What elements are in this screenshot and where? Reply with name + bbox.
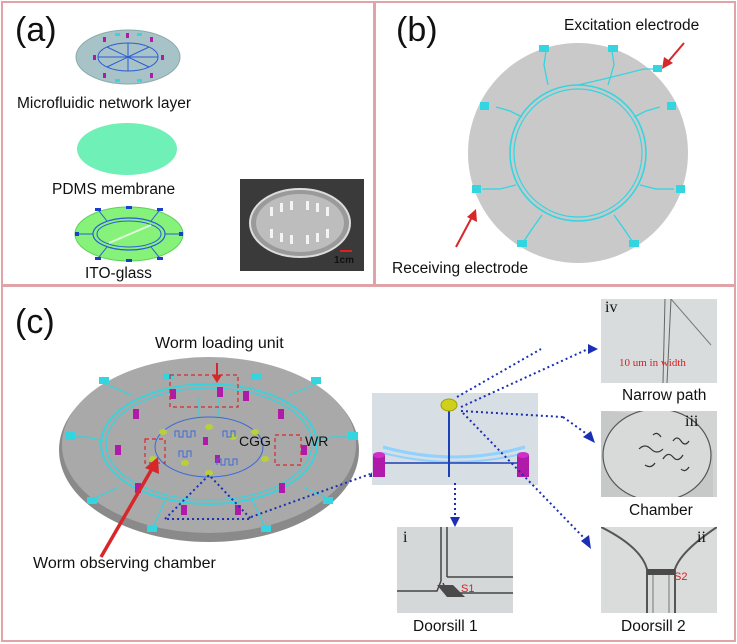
photo-doorsill-2: ii S2: [601, 527, 717, 613]
doorsill-2-annotation: S2: [674, 571, 688, 583]
photo-doorsill-1: i S1: [397, 527, 513, 613]
panel-b: (b) Ex: [374, 1, 736, 286]
excitation-electrode-label: Excitation electrode: [564, 17, 700, 34]
panel-c-device-drawing: [59, 344, 598, 558]
caption-narrow-path: Narrow path: [622, 387, 707, 404]
photo-numeral-iv: iv: [605, 299, 618, 316]
photo-numeral-i: i: [403, 529, 408, 546]
device-photo: 1cm: [240, 179, 364, 271]
caption-chamber: Chamber: [629, 502, 693, 519]
narrow-path-annotation: 10 um in width: [619, 357, 686, 369]
doorsill-1-annotation: S1: [461, 583, 475, 595]
layer-label-pdms: PDMS membrane: [52, 181, 176, 198]
panel-a: (a): [1, 1, 375, 286]
photo-numeral-ii: ii: [697, 529, 706, 546]
photo-chamber: iii: [601, 411, 717, 497]
cgg-label: CGG: [239, 433, 271, 449]
panel-a-layers-drawing: [74, 29, 184, 262]
layer-label-ito: ITO-glass: [85, 265, 152, 282]
panel-b-electrode-drawing: [455, 42, 688, 263]
wr-label: WR: [305, 433, 329, 449]
caption-doorsill-2: Doorsill 2: [621, 618, 686, 635]
panel-b-label: (b): [396, 11, 438, 49]
layer-label-microfluidic: Microfluidic network layer: [17, 95, 191, 112]
photo-numeral-iii: iii: [685, 413, 699, 430]
scale-bar-label: 1cm: [334, 255, 355, 266]
photo-narrow-path: iv 10 um in width: [601, 299, 717, 383]
worm-observing-chamber-label: Worm observing chamber: [33, 555, 216, 572]
panel-a-label: (a): [15, 11, 57, 49]
panel-c-label: (c): [15, 303, 55, 341]
worm-loading-unit-label: Worm loading unit: [155, 335, 284, 352]
receiving-electrode-label: Receiving electrode: [392, 260, 529, 277]
panel-c: (c): [1, 285, 736, 642]
caption-doorsill-1: Doorsill 1: [413, 618, 478, 635]
